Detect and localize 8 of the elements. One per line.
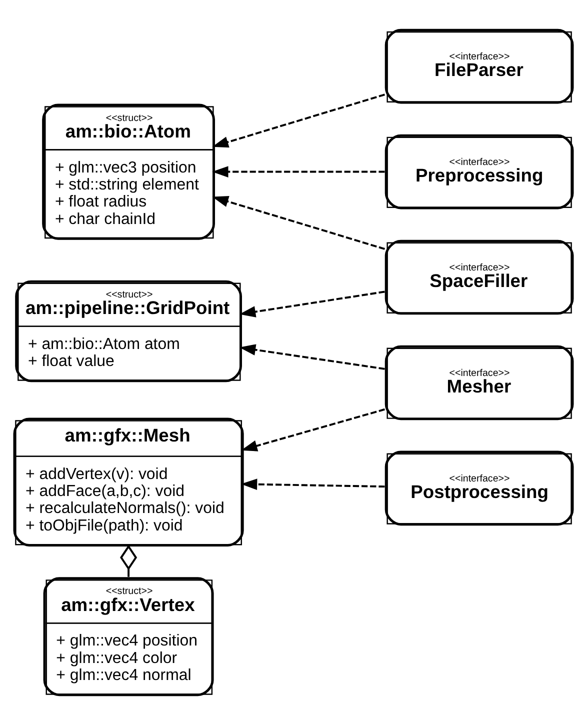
- arrow: [212, 93, 386, 148]
- arrow: [212, 196, 386, 250]
- arrow: [212, 166, 385, 177]
- arrow: [240, 478, 385, 490]
- connector: [120, 544, 138, 576]
- arrow: [241, 408, 385, 451]
- arrow: [239, 290, 385, 317]
- arrow: [239, 344, 385, 370]
